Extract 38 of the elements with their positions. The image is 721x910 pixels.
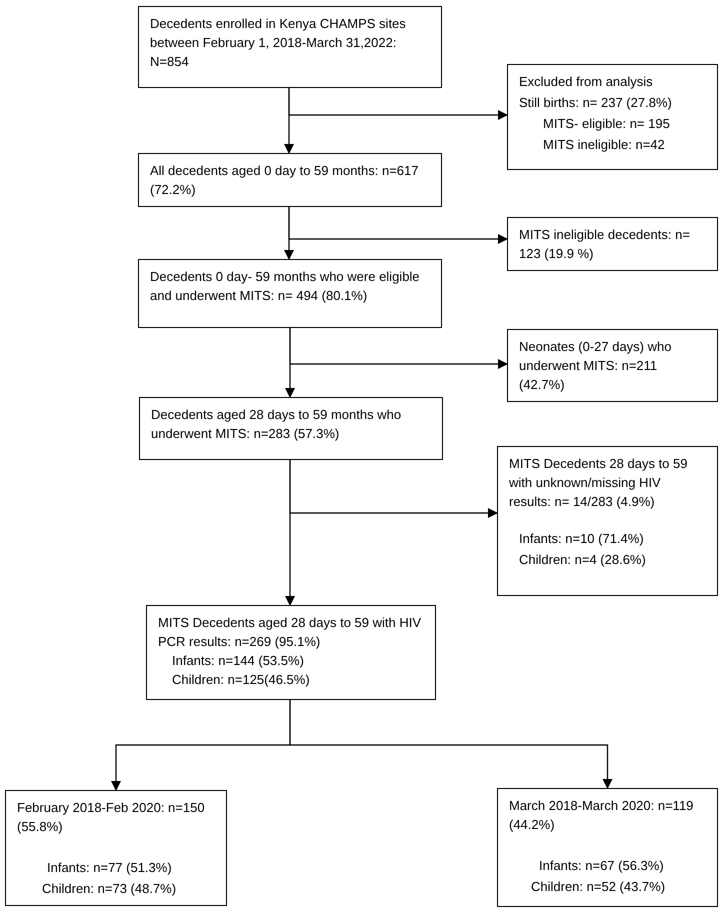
box-text: February 2018-Feb 2020: n=150 (55.8%) bbox=[17, 799, 206, 836]
box-text: Decedents aged 28 days to 59 months who underwent MITS: n=283 (57.3%) bbox=[151, 406, 402, 443]
box-text: Infants: n=77 (51.3%) bbox=[46, 859, 173, 877]
process-box bbox=[138, 259, 442, 328]
process-box bbox=[507, 217, 718, 271]
process-box bbox=[139, 397, 443, 460]
box-text: MITS Decedents 28 days to 59 with unknown/missing HIV results: n= 14/283 (4.9%) bbox=[509, 455, 688, 511]
box-text: Children: n=73 (48.7%) bbox=[41, 880, 178, 898]
process-box bbox=[5, 790, 227, 906]
arrow bbox=[288, 205, 508, 244]
box-text: Infants: n=10 (71.4%) bbox=[518, 530, 645, 548]
box-text: Excluded from analysis bbox=[519, 73, 654, 91]
process-box bbox=[507, 329, 718, 402]
box-text: Decedents 0 day- 59 months who were eligible and underwent MITS: n= 494 (80.1%) bbox=[150, 268, 421, 305]
box-text: MITS ineligible decedents: n= 123 (19.9 %) bbox=[519, 226, 691, 263]
box-text: Children: n=4 (28.6%) bbox=[518, 551, 647, 569]
box-text: March 2018-March 2020: n=119 (44.2%) bbox=[509, 797, 694, 834]
box-text: Infants: n=144 (53.5%) bbox=[171, 652, 305, 670]
box-text: Children: n=125(46.5%) bbox=[171, 671, 311, 689]
process-box bbox=[146, 605, 436, 700]
box-text: Infants: n=67 (56.3%) bbox=[538, 857, 665, 875]
arrow bbox=[289, 328, 508, 369]
box-text: Neonates (0-27 days) who underwent MITS: n=211 (42.7%) bbox=[519, 338, 672, 394]
arrow bbox=[289, 460, 498, 518]
process-box bbox=[497, 446, 718, 596]
box-text: Children: n=52 (43.7%) bbox=[530, 878, 666, 896]
process-box bbox=[507, 64, 718, 170]
box-text: MITS Decedents aged 28 days to 59 with HIV PCR results: n=269 (95.1%) bbox=[158, 614, 422, 651]
box-text: All decedents aged 0 day to 59 months: n=617 (72.2%) bbox=[150, 162, 420, 199]
box-text: Still births: n= 237 (27.8%) bbox=[519, 94, 673, 112]
process-box bbox=[138, 6, 442, 88]
box-text: MITS- eligible: n= 195 bbox=[542, 115, 671, 133]
process-box bbox=[497, 788, 718, 907]
arrow bbox=[289, 700, 612, 789]
box-text: MITS ineligible: n=42 bbox=[542, 136, 666, 154]
process-box bbox=[138, 153, 442, 207]
arrow bbox=[288, 88, 508, 120]
box-text: Decedents enrolled in Kenya CHAMPS sites between February 1, 2018-March 31,2022: N=854 bbox=[150, 15, 407, 71]
